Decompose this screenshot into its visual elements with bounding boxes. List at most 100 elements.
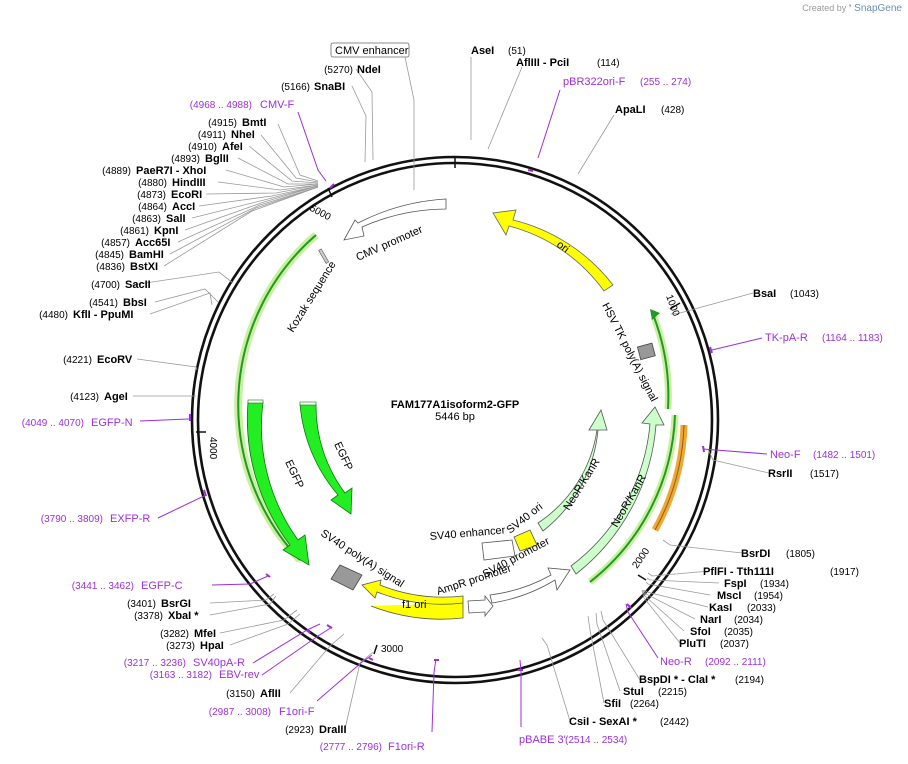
snapgene-brand: Created by ❜ SnapGene — [802, 3, 902, 14]
primer-range: (4049 .. 4070) — [22, 418, 84, 429]
enzyme-pos: (4480) — [39, 310, 68, 321]
snapgene-logo-icon: ❜ — [848, 3, 852, 13]
enzyme-name: SnaBI — [314, 81, 345, 93]
primer-marks — [189, 169, 713, 671]
enzyme-name: BbsI — [123, 297, 147, 309]
ori-label: ori — [554, 239, 571, 256]
enzyme-pos: (4893) — [171, 154, 200, 165]
enzyme-pos: (2037) — [720, 639, 749, 650]
enzyme-pos: (428) — [661, 105, 684, 116]
enzyme-name: SfiI — [604, 698, 621, 710]
enzyme-name: PluTI — [679, 638, 706, 650]
enzyme-name: KasI — [709, 602, 732, 614]
primer-range: (2777 .. 2796) — [320, 742, 382, 753]
enzyme-name: BsaI — [753, 288, 776, 300]
ampr-prom-label: AmpR promoter — [435, 562, 513, 598]
enzyme-pos: (4836) — [96, 262, 125, 273]
enzyme-pos: (4889) — [102, 166, 131, 177]
enzyme-name: BamHI — [129, 249, 164, 261]
enzyme-name: NarI — [700, 614, 721, 626]
primer-range: (2514 .. 2534) — [565, 735, 627, 746]
primer-name: EGFP-N — [91, 417, 133, 429]
tick-label-3000: 3000 — [381, 644, 404, 655]
enzyme-name: HindIII — [172, 177, 206, 189]
egfp-inner-feature — [299, 403, 353, 515]
primer-name: pBR322ori-F — [563, 76, 626, 88]
tick-label-2000: 2000 — [630, 546, 652, 571]
enzyme-pos: (2194) — [735, 675, 764, 686]
enzyme-name: NheI — [231, 129, 255, 141]
enzyme-pos: (1805) — [786, 549, 815, 560]
enzyme-pos: (4123) — [70, 392, 99, 403]
enzyme-pos: (5270) — [324, 65, 353, 76]
neo-outer-feature — [570, 406, 665, 575]
enzyme-pos: (1517) — [810, 469, 839, 480]
scale-ticks — [196, 156, 681, 655]
plasmid-length: 5446 bp — [435, 411, 475, 423]
primer-name: F1ori-R — [388, 741, 425, 753]
sv40-enh-label: SV40 enhancer — [429, 524, 506, 543]
primer-range: (2987 .. 3008) — [209, 707, 271, 718]
primer-range: (3790 .. 3809) — [41, 514, 103, 525]
cmv-promoter-feature — [343, 198, 447, 241]
enzyme-name: BstXI — [130, 261, 158, 273]
primer-name: F1ori-F — [279, 706, 315, 718]
enzyme-pos: (1954) — [754, 591, 783, 602]
primer-range: (3163 .. 3182) — [150, 670, 212, 681]
enzyme-name: AseI — [471, 45, 494, 57]
enzyme-pos: (2033) — [747, 603, 776, 614]
ori-feature — [492, 209, 614, 292]
brand-name: SnapGene — [854, 3, 902, 14]
primer-range: (4968 .. 4988) — [190, 100, 252, 111]
ampr-promoter-feature — [467, 594, 494, 618]
enzyme-name: AflII — [260, 688, 281, 700]
enzyme-pos: (3273) — [166, 641, 195, 652]
enzyme-pos: (2034) — [734, 615, 763, 626]
tick-label-4000: 4000 — [207, 437, 218, 460]
enzyme-pos: (4700) — [91, 280, 120, 291]
enzyme-name: EcoRV — [97, 354, 133, 366]
sv40-polya-feature — [330, 564, 363, 591]
primer-range: (2092 .. 2111) — [705, 657, 766, 668]
enzyme-pos: (4873) — [137, 190, 166, 201]
enzyme-name: Acc65I — [135, 237, 170, 249]
enzyme-name: BsrGI — [161, 598, 191, 610]
enzyme-name: PflFI - Tth111I — [703, 566, 774, 578]
enzyme-pos: (4864) — [138, 202, 167, 213]
enzyme-pos: (4910) — [188, 142, 217, 153]
enzyme-pos: (114) — [597, 58, 620, 69]
neo-inner-feature — [537, 409, 608, 532]
f1-ori-label: f1 ori — [402, 599, 426, 611]
enzyme-name: AfeI — [222, 141, 243, 153]
cmv-enhancer-callout: CMV enhancer — [330, 42, 415, 190]
enzyme-name: RsrII — [768, 468, 792, 480]
primer-name: EGFP-C — [141, 580, 183, 592]
enzyme-name: PaeR7I - XhoI — [136, 165, 206, 177]
enzyme-name: KflI - PpuMI — [73, 309, 134, 321]
sv40-enhancer-feature — [481, 539, 516, 561]
enzyme-name: NdeI — [357, 64, 381, 76]
enzyme-name: ApaLI — [615, 104, 646, 116]
enzyme-name: CsiI - SexAI * — [569, 716, 638, 728]
plasmid-name: FAM177A1isoform2-GFP — [391, 399, 519, 411]
enzyme-pos: (4861) — [120, 226, 149, 237]
enzyme-name: SfoI — [690, 626, 711, 638]
enzyme-pos: (4915) — [208, 118, 237, 129]
primer-range: (3441 .. 3462) — [72, 581, 134, 592]
enzyme-name: SalI — [166, 213, 186, 225]
kozak-label: Kozak sequence — [285, 259, 338, 334]
enzyme-name: EcoRI — [171, 189, 202, 201]
enzyme-name: HpaI — [200, 640, 224, 652]
egfp-outer-feature — [246, 401, 310, 566]
enzyme-pos: (1043) — [790, 289, 819, 300]
enzyme-name: BmtI — [242, 117, 266, 129]
primer-range: (255 .. 274) — [640, 77, 691, 88]
enzyme-name: BspDI * - ClaI * — [639, 674, 716, 686]
enzyme-pos: (2035) — [724, 627, 753, 638]
enzyme-pos: (4221) — [63, 355, 92, 366]
enzyme-name: MfeI — [194, 628, 216, 640]
enzyme-pos: (3378) — [134, 611, 163, 622]
enzyme-pos: (4880) — [138, 178, 167, 189]
primer-name: EBV-rev — [219, 669, 260, 681]
enzyme-name: AgeI — [104, 391, 128, 403]
